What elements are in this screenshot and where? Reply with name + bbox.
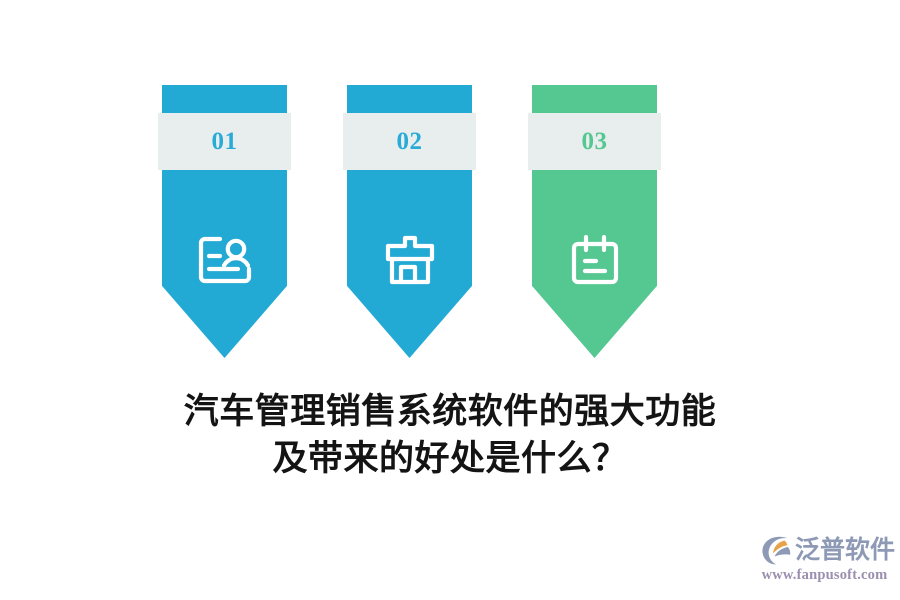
- brand-wordmark: 泛普软件: [795, 535, 896, 564]
- notepad-icon: [532, 225, 657, 295]
- banner-item-02[interactable]: 02: [343, 85, 476, 358]
- banner-number-label: 03: [581, 128, 608, 155]
- banner-item-01[interactable]: 01: [158, 85, 291, 358]
- page-title: 汽车管理销售系统软件的强大功能 及带来的好处是什么？: [0, 388, 900, 482]
- banner-number-label: 02: [396, 128, 423, 155]
- banner-number-band: 03: [528, 113, 661, 170]
- brand-logo-top-row: 泛普软件: [757, 532, 896, 568]
- fanpu-swoosh-logo-icon: [760, 534, 792, 566]
- banner-item-03[interactable]: 03: [528, 85, 661, 358]
- banner-row: 01 02: [0, 85, 900, 365]
- brand-url: www.fanpusoft.com: [761, 567, 888, 583]
- contact-card-icon: [162, 225, 287, 295]
- banner-number-band: 02: [343, 113, 476, 170]
- banner-number-band: 01: [158, 113, 291, 170]
- banner-number-label: 01: [211, 128, 238, 155]
- page-title-line-2: 及带来的好处是什么？: [272, 439, 628, 478]
- page-title-line-1: 汽车管理销售系统软件的强大功能: [183, 392, 717, 431]
- storefront-icon: [347, 225, 472, 295]
- brand-logo[interactable]: 泛普软件 www.fanpusoft.com: [757, 532, 896, 590]
